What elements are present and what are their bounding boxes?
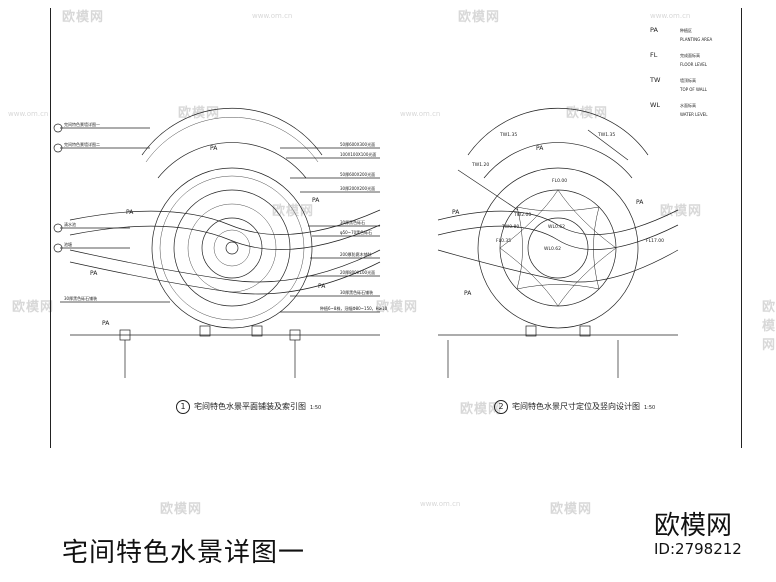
callout-note: 100X100X100光面 bbox=[340, 151, 376, 157]
callout-note: 池塘 bbox=[64, 241, 72, 247]
pa-label: PA bbox=[90, 270, 98, 277]
watermark-logo: 欧模网 bbox=[376, 300, 419, 315]
legend-code: WL bbox=[650, 101, 661, 109]
watermark-url: www.om.cn bbox=[252, 12, 293, 20]
legend-en: TOP OF WALL bbox=[680, 87, 707, 92]
plan-left-drawing: PA PA PA PA PA PA 完间特色景墙详图一 完间特色景墙详图二 清水… bbox=[53, 107, 388, 378]
level-mark: FL0.00 bbox=[552, 178, 567, 184]
callout-note: 30厚黑色砾石铺装 bbox=[64, 295, 97, 301]
legend-item: FL 完成面标高 FLOOR LEVEL bbox=[650, 51, 712, 69]
legend-en: PLANTING AREA bbox=[680, 37, 713, 42]
watermark-logo: 欧模网 bbox=[460, 402, 503, 417]
callout-note: 完间特色景墙详图一 bbox=[64, 121, 100, 127]
drawing-title: 宅间特色水景详图一 bbox=[62, 538, 306, 568]
legend-cn: 水面标高 bbox=[680, 103, 696, 108]
figure-title: 宅间特色水景尺寸定位及竖向设计图 bbox=[512, 402, 640, 411]
pa-label: PA bbox=[636, 199, 644, 206]
callout-note: 50厚600X200光面 bbox=[340, 171, 375, 177]
pa-label: PA bbox=[312, 197, 320, 204]
pa-label: PA bbox=[210, 145, 218, 152]
watermark-url: www.om.cn bbox=[420, 500, 461, 508]
pa-label: PA bbox=[536, 145, 544, 152]
watermark-logo: 欧模网 bbox=[62, 10, 105, 25]
watermark-logo: 欧模网 bbox=[12, 300, 55, 315]
figure-number: 2 bbox=[494, 400, 508, 414]
level-mark: WL0.62 bbox=[548, 224, 565, 230]
watermark-url: www.om.cn bbox=[8, 110, 49, 118]
legend-code: TW bbox=[650, 76, 661, 84]
watermark-logo: 欧模网 bbox=[160, 502, 203, 517]
legend-en: WATER LEVEL bbox=[680, 112, 708, 117]
callout-note: 清水池 bbox=[64, 221, 76, 227]
level-mark: FL17.00 bbox=[646, 238, 664, 244]
callout-note: φ50~70黑色砾石 bbox=[340, 229, 372, 235]
pa-label: PA bbox=[126, 209, 134, 216]
legend-item: TW 墙顶标高 TOP OF WALL bbox=[650, 76, 712, 94]
plan-left-caption: 1 宅间特色水景平面铺装及索引图 1:50 bbox=[176, 400, 321, 414]
watermark-url: www.om.cn bbox=[400, 110, 441, 118]
callout-note: 20厚800X100光面 bbox=[340, 269, 375, 275]
watermark-logo: 欧模网 bbox=[550, 502, 593, 517]
callout-note: 种植6~8株，冠幅Φ80~150，H≥10 bbox=[320, 305, 388, 311]
level-mark: TW1.20 bbox=[471, 162, 489, 168]
watermark-url: www.om.cn bbox=[236, 404, 277, 412]
drawing-frame bbox=[50, 8, 742, 448]
watermark-logo: 欧模网 bbox=[272, 204, 315, 219]
callout-note: 50厚600X300光面 bbox=[340, 141, 375, 147]
legend-item: WL 水面标高 WATER LEVEL bbox=[650, 101, 712, 119]
callout-note: 200厚防腐木铺装 bbox=[340, 251, 372, 257]
level-mark: FL0.35 bbox=[496, 238, 511, 244]
watermark-logo: 欧模网 bbox=[762, 300, 776, 353]
figure-scale: 1:50 bbox=[310, 405, 322, 411]
legend-cn: 墙顶标高 bbox=[680, 78, 696, 83]
plan-right-drawing: PA PA PA PA TW1.35 TW1.35 TW1.20 FL0.00 … bbox=[437, 107, 679, 378]
figure-number: 1 bbox=[176, 400, 190, 414]
callout-note: 30厚黑色砾石 bbox=[340, 219, 365, 225]
plan-right-caption: 2 宅间特色水景尺寸定位及竖向设计图 1:50 bbox=[494, 400, 655, 414]
legend-cn: 完成面标高 bbox=[680, 53, 700, 58]
figure-title: 宅间特色水景平面铺装及索引图 bbox=[194, 402, 306, 411]
pa-label: PA bbox=[318, 283, 326, 290]
callout-note: 30厚黑色砾石铺装 bbox=[340, 289, 373, 295]
level-mark: TW0.80 bbox=[501, 224, 519, 230]
legend-code: PA bbox=[650, 26, 658, 34]
legend-code: FL bbox=[650, 51, 658, 59]
level-mark: WL0.62 bbox=[544, 246, 561, 252]
watermark-url: www.om.cn bbox=[650, 12, 691, 20]
callout-note: 完间特色景墙详图二 bbox=[64, 141, 100, 147]
watermark-logo: 欧模网 bbox=[660, 204, 703, 219]
figure-scale: 1:50 bbox=[644, 405, 656, 411]
level-mark: TW1.35 bbox=[597, 132, 615, 138]
level-mark: TW2.00 bbox=[513, 212, 531, 218]
level-mark: TW1.35 bbox=[499, 132, 517, 138]
pa-label: PA bbox=[464, 290, 472, 297]
legend-en: FLOOR LEVEL bbox=[680, 62, 707, 67]
legend-cn: 种植区 bbox=[680, 28, 692, 33]
pa-label: PA bbox=[452, 209, 460, 216]
watermark-logo: 欧模网 bbox=[458, 10, 501, 25]
brand-id: ID:2798212 bbox=[654, 540, 742, 558]
callout-note: 30厚200X200光面 bbox=[340, 185, 375, 191]
legend-item: PA 种植区 PLANTING AREA bbox=[650, 26, 712, 44]
pa-label: PA bbox=[102, 320, 110, 327]
brand-logo: 欧模网 bbox=[654, 511, 733, 541]
